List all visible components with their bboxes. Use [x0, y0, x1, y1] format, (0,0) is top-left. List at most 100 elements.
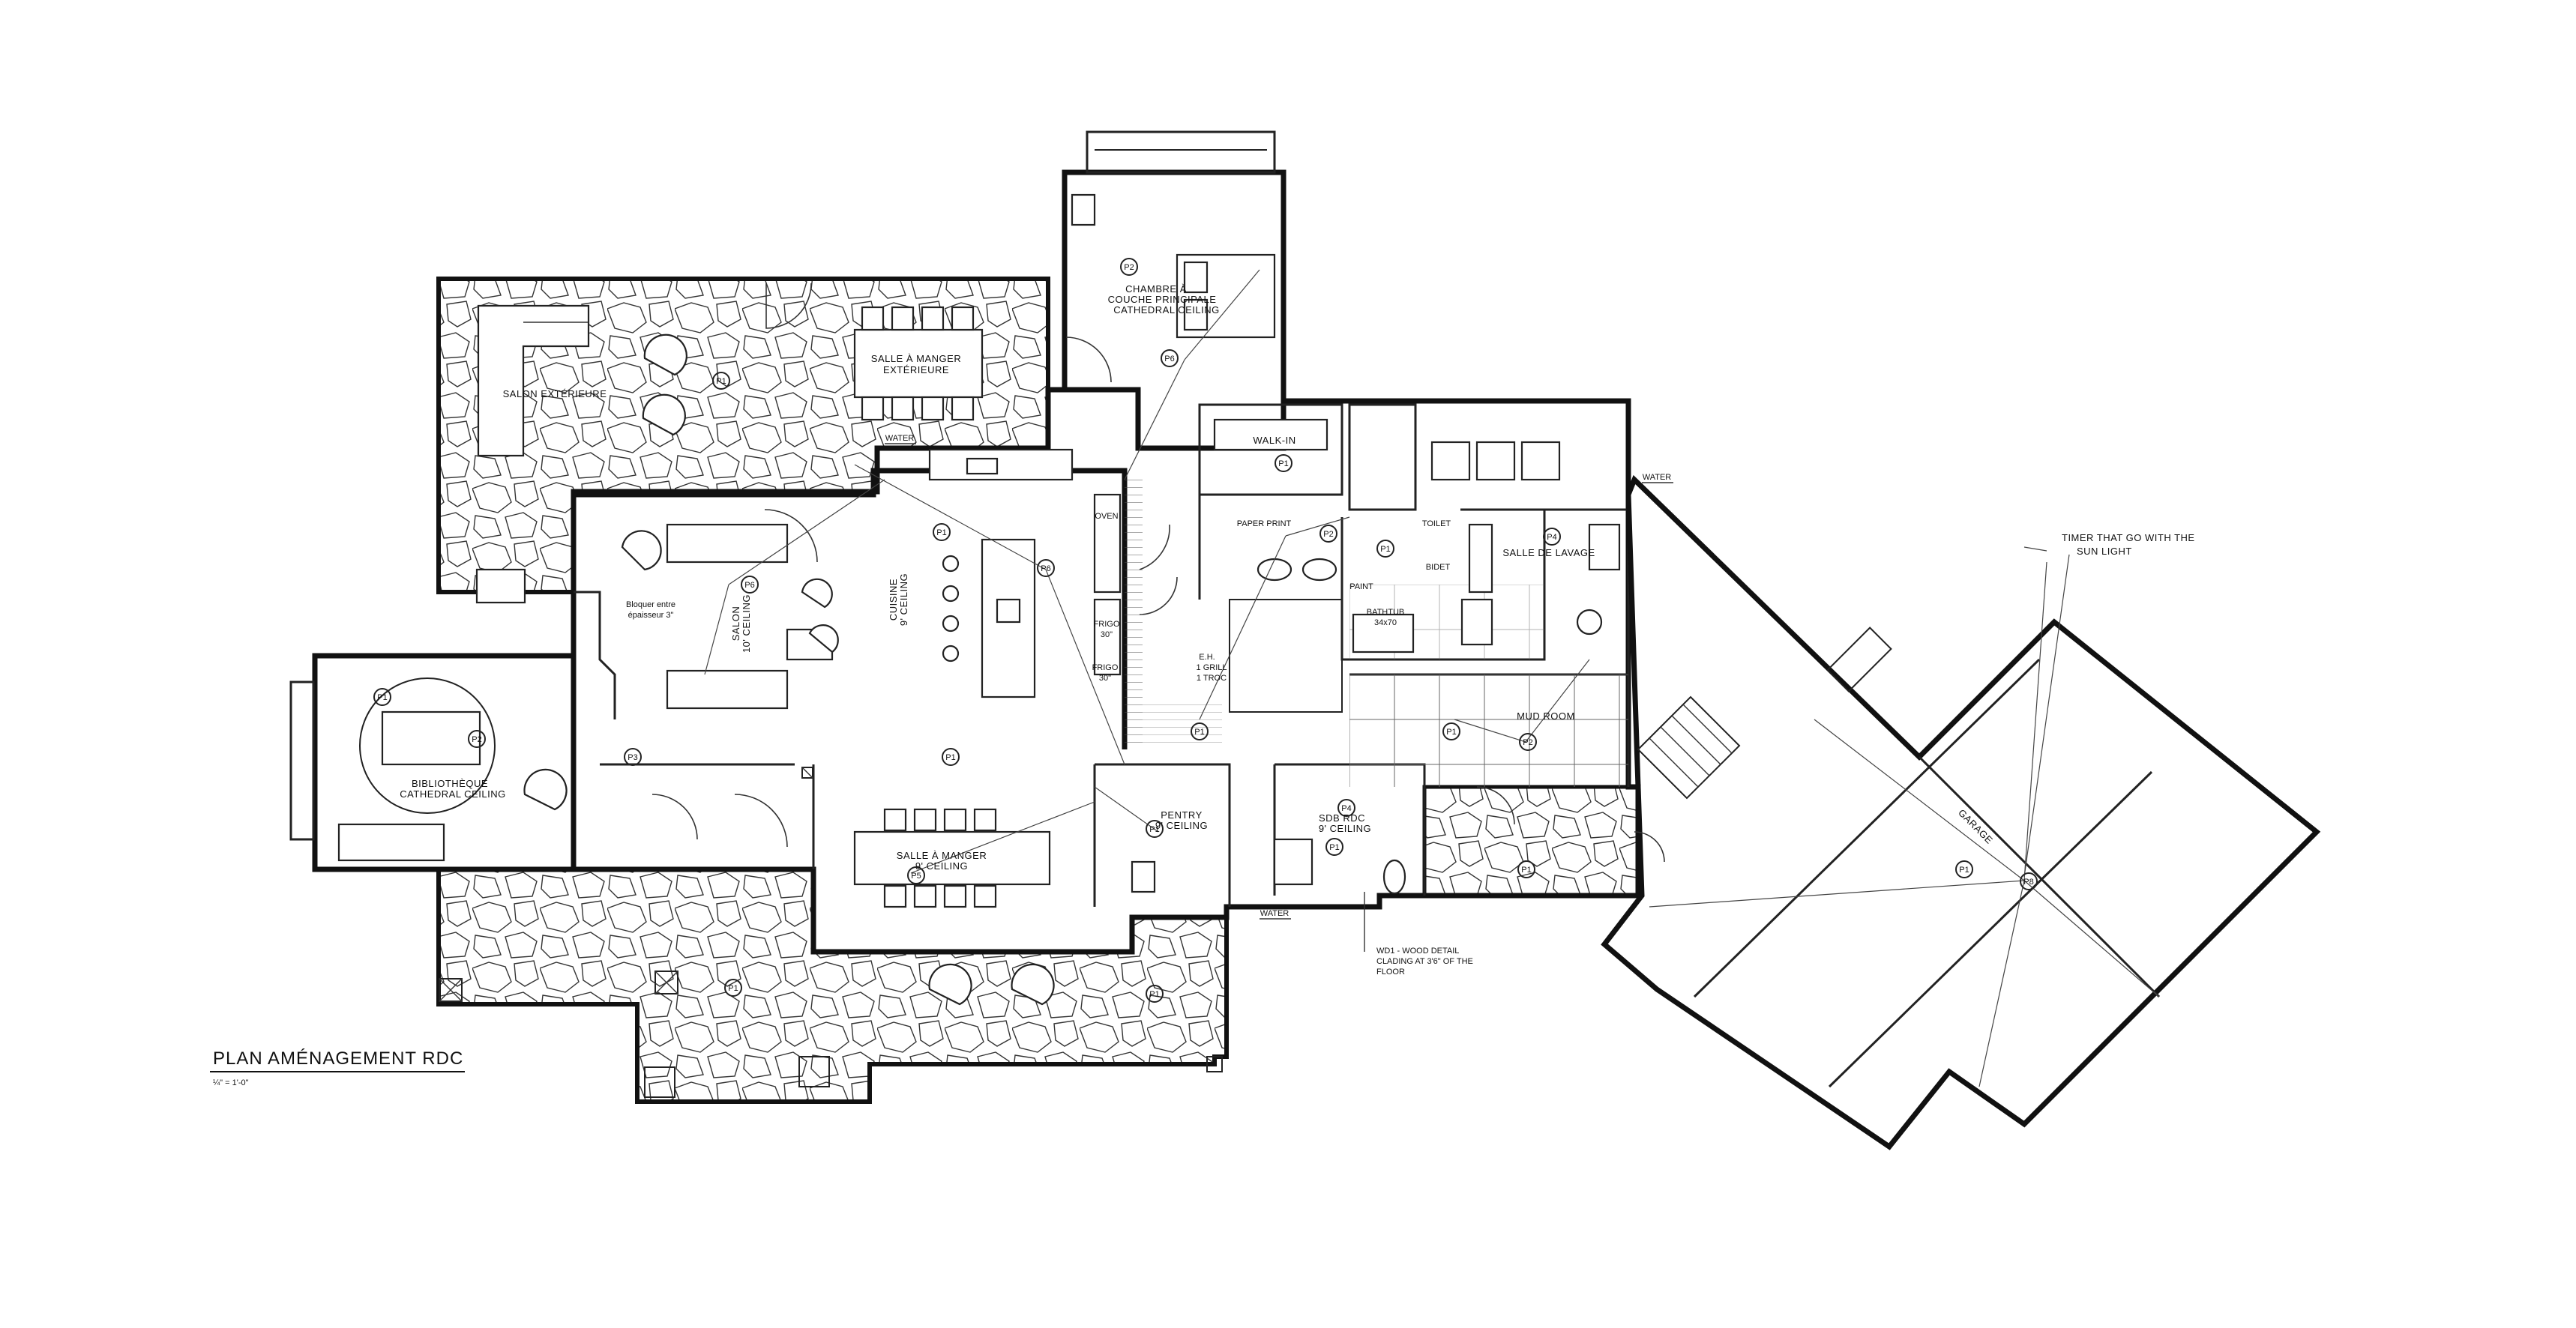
- label-salon-2: 10' CEILING: [741, 594, 752, 653]
- garage: [1601, 474, 2321, 1150]
- svg-text:P8: P8: [2023, 878, 2033, 887]
- label-eh-2: 1 GRILL: [1197, 663, 1227, 672]
- svg-text:P2: P2: [1323, 530, 1333, 539]
- svg-text:P1: P1: [1329, 843, 1339, 852]
- label-sdb-1: SDB RDC: [1319, 812, 1365, 824]
- svg-text:P1: P1: [1959, 866, 1969, 875]
- plan-title: PLAN AMÉNAGEMENT RDC: [213, 1048, 463, 1069]
- label-frigo-2b: 30": [1099, 674, 1111, 683]
- svg-text:P2: P2: [472, 735, 481, 744]
- svg-text:P6: P6: [744, 581, 754, 590]
- label-water-south: WATER: [1260, 909, 1289, 918]
- label-paint: PAINT: [1349, 582, 1373, 591]
- tag-p6-kitchen: P6: [1037, 559, 1055, 577]
- label-salon-exterieur: SALON EXTÉRIEURE: [503, 388, 607, 399]
- balcony-west: [289, 680, 315, 841]
- tag-p1-garage: P1: [1955, 860, 1973, 878]
- svg-text:P1: P1: [716, 377, 726, 386]
- label-frigo-1b: 30": [1101, 630, 1113, 639]
- svg-text:P1: P1: [1521, 866, 1531, 875]
- label-eh-3: 1 TROC: [1197, 674, 1227, 683]
- lighting-lines: [704, 269, 2160, 1087]
- label-toilet: TOILET: [1422, 519, 1451, 528]
- label-paper-print: PAPER PRINT: [1237, 519, 1292, 528]
- furniture: [337, 193, 1621, 1006]
- svg-text:P1: P1: [1194, 728, 1204, 737]
- label-cuisine-1: CUISINE: [888, 579, 899, 621]
- svg-text:P5: P5: [911, 872, 921, 881]
- svg-text:P6: P6: [1164, 354, 1174, 363]
- tag-p1-terrace-southeast: P1: [1146, 985, 1164, 1003]
- label-eh-1: E.H.: [1199, 653, 1215, 662]
- label-bibliotheque-2: CATHEDRAL CEILING: [400, 788, 505, 800]
- terrace-south: [436, 867, 1229, 1104]
- tag-p1-sdb: P1: [1325, 838, 1343, 856]
- bedroom-wing-wall: [1062, 169, 1287, 451]
- label-mud-room: MUD ROOM: [1517, 710, 1575, 722]
- label-sdb-2: 9' CEILING: [1319, 823, 1371, 834]
- tag-p1-kitchen: P1: [933, 523, 951, 541]
- svg-text:P1: P1: [1380, 545, 1390, 554]
- svg-text:P1: P1: [377, 693, 387, 702]
- label-timer-2: SUN LIGHT: [2077, 546, 2132, 557]
- svg-text:P1: P1: [1149, 990, 1159, 999]
- label-frigo-2a: FRIGO: [1092, 663, 1119, 672]
- tag-p1-pentry: P1: [1146, 820, 1164, 838]
- label-bathtub-1: BATHTUB: [1367, 608, 1405, 617]
- annotations: WATER WATER WATER PAPER PRINT PAINT BATH…: [626, 434, 2194, 977]
- posts: [439, 767, 1223, 1098]
- tag-p1-terrace-east: P1: [1517, 860, 1535, 878]
- svg-text:P1: P1: [936, 528, 946, 537]
- balcony-top: [1086, 130, 1276, 174]
- label-frigo-1a: FRIGO: [1094, 620, 1120, 629]
- label-fireplace-1: Bloquer entre: [626, 600, 675, 609]
- label-water-north: WATER: [885, 434, 915, 443]
- label-salle-manger-1: SALLE À MANGER: [897, 850, 987, 861]
- garage-stair: [1637, 695, 1741, 800]
- label-salle-manger-ext-2: EXTÉRIEURE: [883, 364, 949, 375]
- svg-text:P3: P3: [628, 753, 637, 762]
- label-bidet: BIDET: [1426, 563, 1451, 572]
- label-salon-1: SALON: [730, 606, 741, 642]
- svg-text:P1: P1: [1446, 728, 1456, 737]
- svg-text:P1: P1: [945, 753, 955, 762]
- tag-p1-dining-hall: P1: [942, 748, 960, 766]
- tag-p5-dining: P5: [907, 866, 925, 884]
- svg-text:P1: P1: [1278, 459, 1288, 468]
- tag-p2-library: P2: [468, 730, 486, 748]
- plan-scale: ¼" = 1'-0": [213, 1078, 249, 1087]
- tag-p2-bedroom: P2: [1120, 258, 1138, 276]
- label-salle-manger-ext-1: SALLE À MANGER: [871, 353, 961, 364]
- label-chambre-1: CHAMBRE À: [1125, 283, 1187, 295]
- library-wing-wall: [312, 653, 577, 872]
- svg-text:P4: P4: [1341, 804, 1351, 813]
- tag-p1-terrace-south: P1: [724, 979, 742, 997]
- label-water-garage: WATER: [1643, 473, 1672, 482]
- fixture-tags: P1 P2 P6 P6 P1 P6 P1 P1 P2 P3 P5 P1 P1 P…: [373, 258, 2038, 1003]
- title-block: PLAN AMÉNAGEMENT RDC ¼" = 1'-0": [210, 1048, 465, 1087]
- svg-text:P4: P4: [1547, 533, 1556, 542]
- doors: [651, 283, 1665, 863]
- svg-text:P6: P6: [1041, 564, 1050, 573]
- tag-p6-salon: P6: [741, 576, 759, 594]
- tag-p4-laundry: P4: [1543, 528, 1561, 546]
- terrace-west-lower: [1422, 785, 1640, 898]
- label-bathtub-2: 34x70: [1374, 618, 1397, 627]
- label-walk-in: WALK-IN: [1253, 435, 1295, 446]
- label-salle-manger-2: 9' CEILING: [915, 860, 968, 872]
- label-chambre-2: COUCHE PRINCIPALE: [1108, 294, 1217, 305]
- label-bibliotheque-1: BIBLIOTHÈQUE: [412, 778, 488, 789]
- tag-p2-mud: P2: [1519, 733, 1537, 751]
- tag-p3-hall: P3: [624, 748, 642, 766]
- label-wd-1: WD1 - WOOD DETAIL: [1376, 947, 1459, 956]
- tag-p1-walkin: P1: [1275, 454, 1292, 472]
- svg-text:P1: P1: [1149, 825, 1159, 834]
- tag-p1-ext: P1: [712, 372, 730, 390]
- label-oven: OVEN: [1095, 512, 1118, 521]
- tag-p2-bath: P2: [1319, 525, 1337, 543]
- tag-p1-mud: P1: [1442, 722, 1460, 740]
- tag-p1-library: P1: [373, 688, 391, 706]
- tag-p8-garage: P8: [2020, 872, 2038, 890]
- tag-p4-sdb: P4: [1337, 799, 1355, 817]
